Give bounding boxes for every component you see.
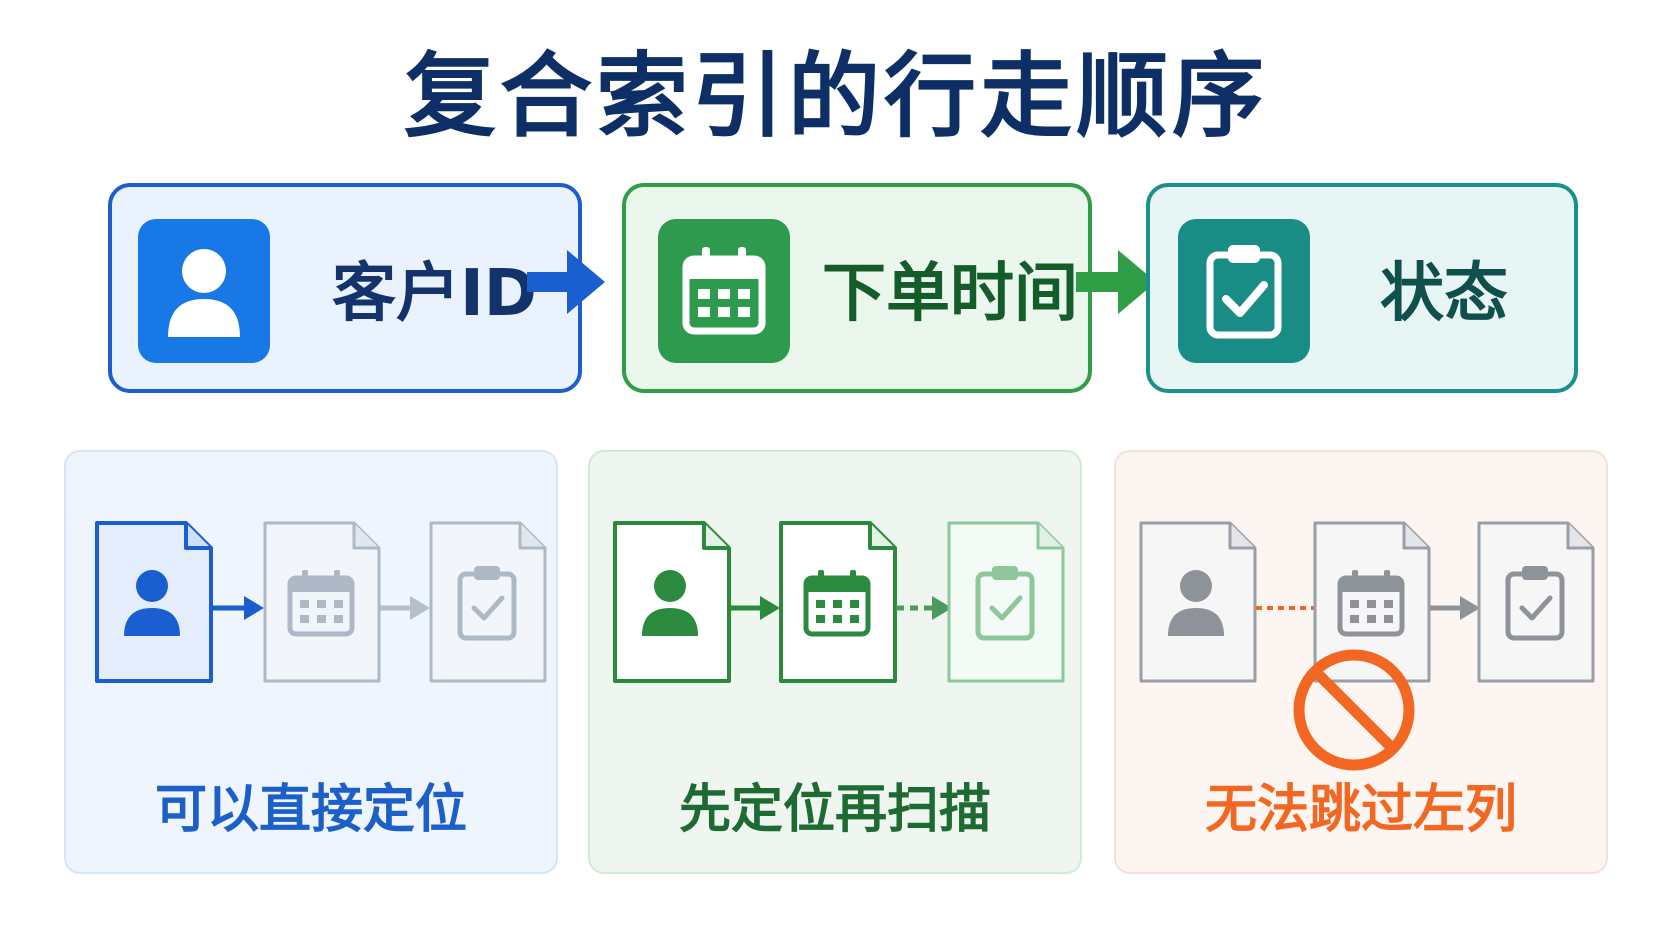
- document-calendar-icon: [1313, 521, 1431, 683]
- arrow-right-icon: [730, 596, 780, 620]
- prohibited-icon: [1293, 649, 1415, 771]
- document-clipboard-icon: [429, 521, 547, 683]
- document-user-icon: [1139, 521, 1257, 683]
- calendar-icon: [658, 219, 790, 363]
- document-clipboard-icon: [1477, 521, 1595, 683]
- document-user-icon: [613, 521, 731, 683]
- column-card-order-time: 下单时间: [622, 183, 1092, 393]
- scenario-direct-locate: 可以直接定位: [64, 450, 558, 874]
- arrow-right-icon: [212, 596, 264, 620]
- column-label: 客户ID: [332, 257, 537, 331]
- scenario-caption: 先定位再扫描: [678, 780, 991, 840]
- dotted-connector: [1256, 606, 1314, 610]
- column-card-status: 状态: [1146, 183, 1578, 393]
- user-icon: [138, 219, 270, 363]
- column-label: 下单时间: [822, 257, 1078, 331]
- column-label: 状态: [1380, 257, 1508, 331]
- document-calendar-icon: [263, 521, 381, 683]
- scenario-locate-then-scan: 先定位再扫描: [588, 450, 1082, 874]
- page-title: 复合索引的行走顺序: [403, 43, 1268, 150]
- document-user-icon: [95, 521, 213, 683]
- document-calendar-icon: [779, 521, 897, 683]
- scenario-caption: 可以直接定位: [154, 780, 467, 840]
- arrow-right-icon: [1430, 596, 1480, 620]
- dashed-arrow-right-icon: [896, 596, 952, 620]
- document-clipboard-icon: [947, 521, 1065, 683]
- clipboard-check-icon: [1178, 219, 1310, 363]
- arrow-right-icon: [527, 250, 605, 314]
- scenario-cannot-skip-left: 无法跳过左列: [1114, 450, 1608, 874]
- scenario-caption: 无法跳过左列: [1204, 780, 1517, 840]
- arrow-right-icon: [1076, 250, 1156, 314]
- arrow-right-icon: [380, 596, 430, 620]
- column-card-customer-id: 客户ID: [108, 183, 582, 393]
